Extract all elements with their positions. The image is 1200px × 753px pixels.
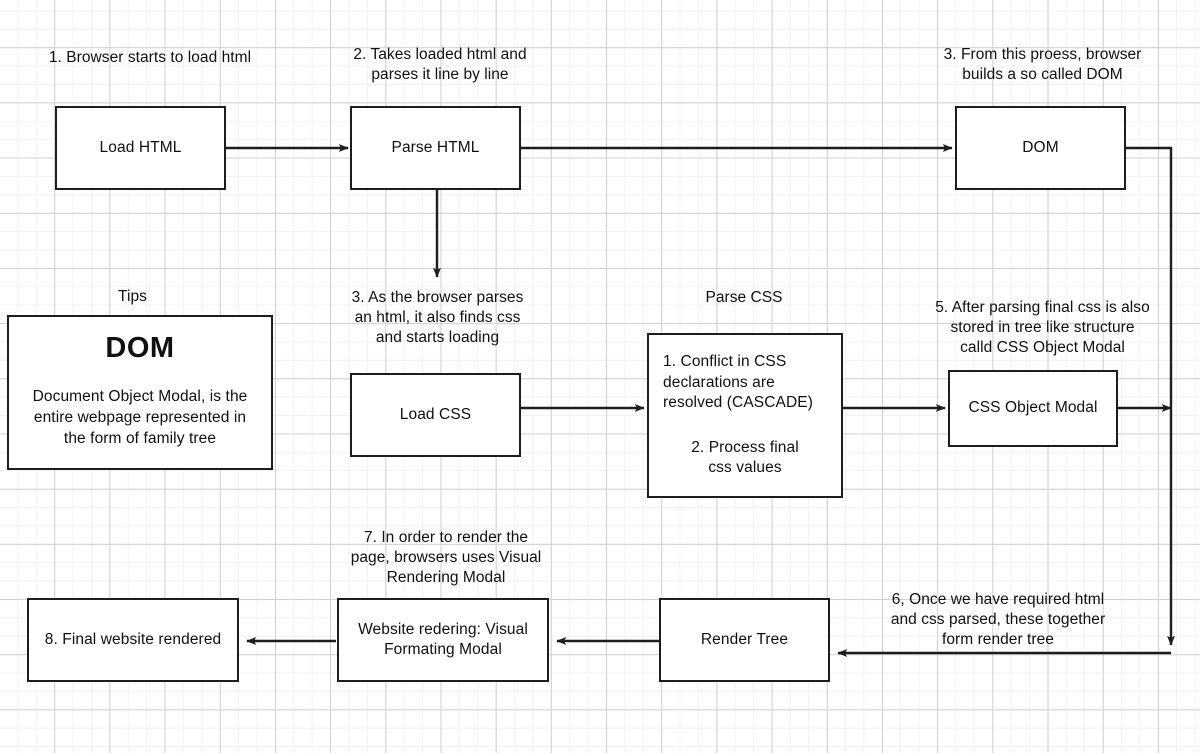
node-load-html-label: Load HTML — [99, 138, 182, 156]
node-website-rendering[interactable]: Website redering: Visual Formating Modal — [337, 598, 549, 682]
node-render-tree[interactable]: Render Tree — [659, 598, 830, 682]
note-render-tree: 6, Once we have required html and css pa… — [890, 591, 1106, 649]
node-dom-label: DOM — [1022, 138, 1059, 156]
note-cssom: 5. After parsing final css is also store… — [935, 299, 1150, 357]
note-parse-css-title: Parse CSS — [705, 289, 783, 306]
node-load-css-label: Load CSS — [399, 405, 472, 423]
node-parse-html-label: Parse HTML — [391, 138, 480, 156]
node-parse-css-line2: 2. Process final css values — [691, 438, 799, 477]
node-css-object-modal[interactable]: CSS Object Modal — [948, 370, 1118, 447]
edge-dom-to-render-tree — [1126, 146, 1175, 646]
node-final-website-label: 8. Final website rendered — [44, 630, 222, 648]
node-load-css[interactable]: Load CSS — [350, 373, 521, 457]
tips-body: Document Object Modal, is the entire web… — [32, 388, 248, 447]
node-render-tree-label: Render Tree — [700, 630, 789, 648]
tips-label: Tips — [118, 288, 147, 305]
note-load-css: 3. As the browser parses an html, it als… — [351, 289, 524, 347]
note-visual-rendering: 7. In order to render the page, browsers… — [350, 529, 542, 587]
node-load-html[interactable]: Load HTML — [55, 106, 226, 190]
note-dom: 3. From this proess, browser builds a so… — [943, 46, 1142, 84]
node-dom[interactable]: DOM — [955, 106, 1126, 190]
node-parse-css-line1: 1. Conflict in CSS declarations are reso… — [663, 353, 813, 412]
note-load-html: 1. Browser starts to load html — [48, 49, 252, 66]
tips-heading: DOM — [105, 332, 175, 364]
note-parse-html: 2. Takes loaded html and parses it line … — [353, 46, 527, 84]
node-parse-css[interactable]: 1. Conflict in CSS declarations are reso… — [647, 333, 843, 498]
node-final-website[interactable]: 8. Final website rendered — [27, 598, 239, 682]
node-css-object-modal-label: CSS Object Modal — [968, 399, 1098, 417]
node-website-rendering-label: Website redering: Visual Formating Modal — [358, 620, 528, 658]
node-tips-dom-card[interactable]: DOM Document Object Modal, is the entire… — [7, 315, 273, 470]
node-parse-html[interactable]: Parse HTML — [350, 106, 521, 190]
